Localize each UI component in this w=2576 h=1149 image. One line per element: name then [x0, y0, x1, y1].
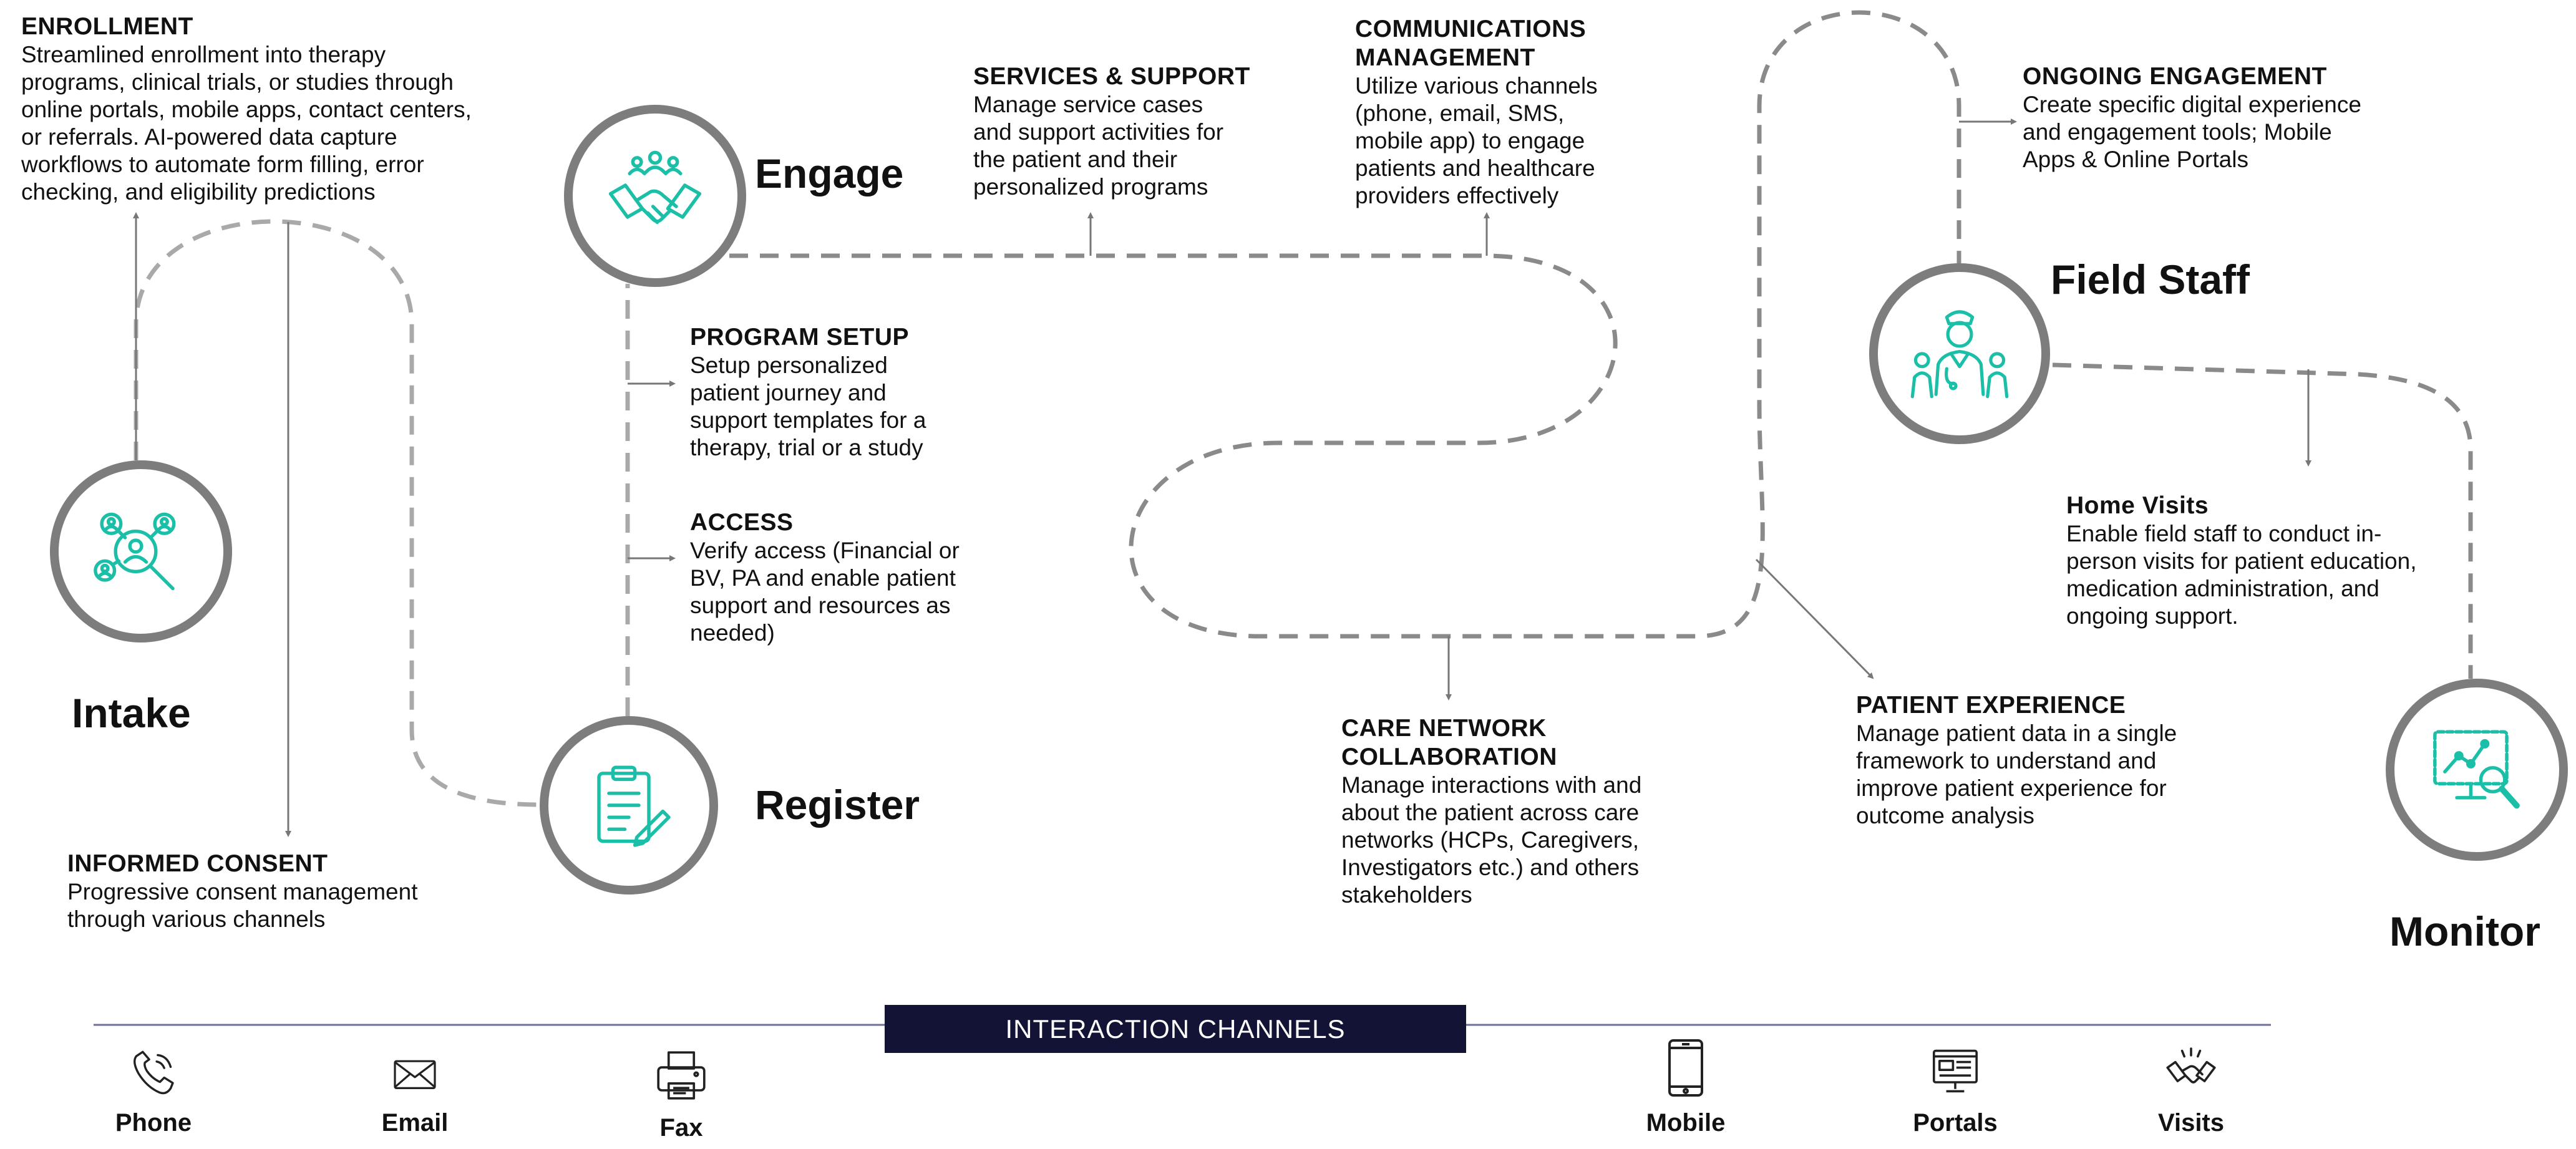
stage-label-intake: Intake [72, 690, 191, 736]
home-visits-block: Home Visits Enable field staff to conduc… [2066, 492, 2503, 630]
program-setup-desc: Setup personalized patient journey and s… [690, 352, 926, 460]
clipboard-pen-icon [597, 765, 671, 847]
nurse-staff-icon [1910, 310, 2009, 399]
engage-fieldstaff-path [699, 10, 1961, 639]
home-visits-title: Home Visits [2066, 492, 2209, 519]
intake-search-people-icon [94, 512, 176, 591]
stage-label-monitor: Monitor [2389, 908, 2540, 954]
handshake-people-icon [608, 150, 702, 225]
channel-fax: Fax [606, 1035, 756, 1143]
patient-experience-desc: Manage patient data in a single framewor… [1856, 720, 2177, 828]
care-network-title: CARE NETWORK COLLABORATION [1341, 715, 1557, 770]
stage-label-register: Register [755, 782, 920, 828]
monitor-circle [2386, 679, 2568, 861]
home-visits-desc: Enable field staff to conduct in- person… [2066, 521, 2417, 629]
visits-handshake-icon [2166, 1047, 2216, 1084]
channel-label-portals: Portals [1913, 1109, 1998, 1137]
stage-label-engage: Engage [755, 150, 904, 196]
enrollment-block: ENROLLMENT Streamlined enrollment into t… [21, 12, 570, 206]
informed-consent-title: INFORMED CONSENT [67, 850, 328, 877]
access-block: ACCESS Verify access (Financial or BV, P… [690, 508, 1039, 647]
program-setup-title: PROGRAM SETUP [690, 324, 910, 351]
ongoing-engagement-desc: Create specific digital experience and e… [2023, 92, 2361, 172]
informed-consent-block: INFORMED CONSENT Progressive consent man… [67, 850, 504, 933]
access-title: ACCESS [690, 509, 794, 536]
enrollment-title: ENROLLMENT [21, 13, 193, 40]
intake-register-path [134, 219, 540, 807]
field-staff-circle [1869, 263, 2050, 444]
enrollment-desc: Streamlined enrollment into therapy prog… [21, 42, 472, 205]
arrow-to-patient-experience [1755, 558, 1874, 679]
care-network-desc: Manage interactions with and about the p… [1341, 772, 1642, 908]
mobile-icon [1668, 1039, 1703, 1097]
channel-portals: Portals [1880, 1030, 2030, 1138]
communications-management-block: COMMUNICATIONS MANAGEMENT Utilize variou… [1355, 15, 1679, 210]
phone-icon [134, 1050, 174, 1095]
intake-circle [50, 460, 232, 642]
channel-label-mobile: Mobile [1646, 1109, 1726, 1137]
portal-icon [1933, 1049, 1978, 1093]
care-network-block: CARE NETWORK COLLABORATION Manage intera… [1341, 714, 1741, 909]
channel-phone: Phone [79, 1030, 228, 1138]
ongoing-engagement-block: ONGOING ENGAGEMENT Create specific digit… [2023, 62, 2472, 173]
channel-mobile: Mobile [1611, 1030, 1761, 1138]
ongoing-engagement-title: ONGOING ENGAGEMENT [2023, 63, 2327, 90]
register-circle [540, 716, 718, 894]
stage-label-field-staff: Field Staff [2051, 256, 2250, 303]
channel-visits: Visits [2116, 1030, 2266, 1138]
channel-label-visits: Visits [2158, 1109, 2224, 1137]
channel-label-fax: Fax [659, 1114, 703, 1142]
channel-email: Email [340, 1030, 490, 1138]
patient-experience-block: PATIENT EXPERIENCE Manage patient data i… [1856, 691, 2268, 830]
fax-icon [657, 1051, 706, 1100]
email-icon [394, 1060, 436, 1089]
communications-management-desc: Utilize various channels (phone, email, … [1355, 73, 1598, 208]
engage-circle [564, 105, 746, 287]
channel-label-email: Email [381, 1109, 449, 1137]
informed-consent-desc: Progressive consent management through v… [67, 879, 418, 932]
fieldstaff-monitor-path [2052, 362, 2473, 679]
channel-label-phone: Phone [115, 1109, 192, 1137]
monitor-chart-magnifier-icon [2433, 730, 2520, 809]
program-setup-block: PROGRAM SETUP Setup personalized patient… [690, 323, 1039, 462]
access-desc: Verify access (Financial or BV, PA and e… [690, 538, 960, 646]
services-support-desc: Manage service cases and support activit… [973, 92, 1224, 200]
communications-management-title: COMMUNICATIONS MANAGEMENT [1355, 16, 1587, 71]
patient-experience-title: PATIENT EXPERIENCE [1856, 692, 2126, 719]
interaction-channels-header: INTERACTION CHANNELS [885, 1005, 1466, 1053]
services-support-title: SERVICES & SUPPORT [973, 63, 1250, 90]
services-support-block: SERVICES & SUPPORT Manage service cases … [973, 62, 1323, 201]
